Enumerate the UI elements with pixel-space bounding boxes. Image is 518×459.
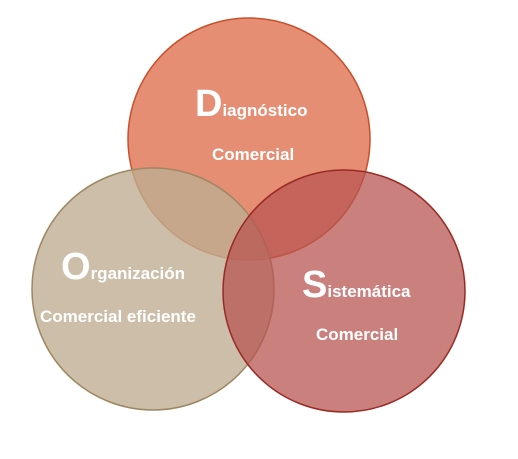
organizacion-title-rest: rganización xyxy=(90,264,186,283)
diagnostico-subtitle: Comercial xyxy=(212,145,295,164)
circle-sistematica xyxy=(222,169,466,413)
sistematica-title-rest: istemática xyxy=(327,282,411,301)
organizacion-title-initial: O xyxy=(61,246,91,288)
diagnostico-title: Diagnóstico xyxy=(195,85,307,123)
organizacion-title: Organización xyxy=(61,248,185,286)
diagnostico-title-rest: iagnóstico xyxy=(222,101,308,120)
organizacion-subtitle: Comercial eficiente xyxy=(40,307,196,326)
sistematica-title-initial: S xyxy=(302,264,328,306)
sistematica-subtitle: Comercial xyxy=(316,325,399,344)
sistematica-title: Sistemática xyxy=(302,266,411,304)
diagnostico-title-initial: D xyxy=(195,83,223,125)
